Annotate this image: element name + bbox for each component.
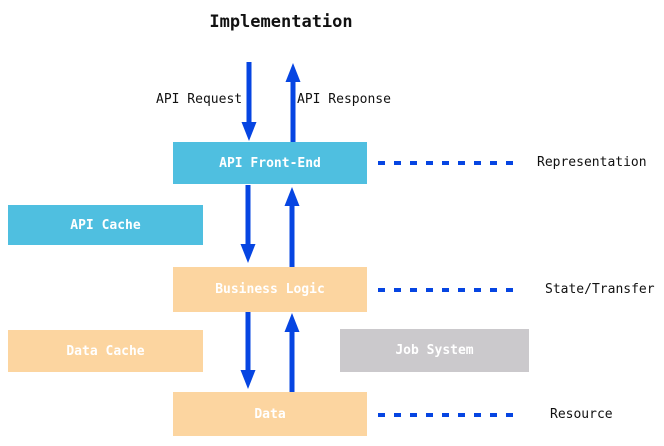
job-system-box: Job System [340, 329, 529, 372]
data-to-business-arrow [284, 313, 300, 392]
representation-layer-label: Representation [537, 155, 647, 170]
data-label: Data [254, 406, 286, 422]
frontend-to-business-arrow [240, 185, 256, 263]
business-logic-box: Business Logic [173, 267, 367, 312]
api-cache-box: API Cache [8, 205, 203, 245]
business-logic-label: Business Logic [215, 282, 325, 297]
api-front-end-box: API Front-End [173, 142, 367, 184]
business-to-frontend-arrow [284, 187, 300, 267]
state-transfer-layer-label: State/Transfer [545, 282, 655, 297]
resource-layer-label: Resource [550, 407, 613, 422]
data-cache-label: Data Cache [66, 343, 145, 359]
data-cache-box: Data Cache [8, 330, 203, 372]
diagram-title: Implementation [209, 12, 353, 32]
api-response-arrow [285, 63, 301, 142]
api-request-label: API Request [156, 92, 243, 107]
api-front-end-label: API Front-End [219, 155, 321, 171]
api-request-arrow [241, 62, 257, 141]
api-cache-label: API Cache [70, 217, 141, 233]
data-box: Data [173, 392, 367, 436]
business-to-data-arrow [240, 312, 256, 389]
job-system-label: Job System [395, 343, 474, 358]
api-response-label: API Response [297, 92, 391, 107]
